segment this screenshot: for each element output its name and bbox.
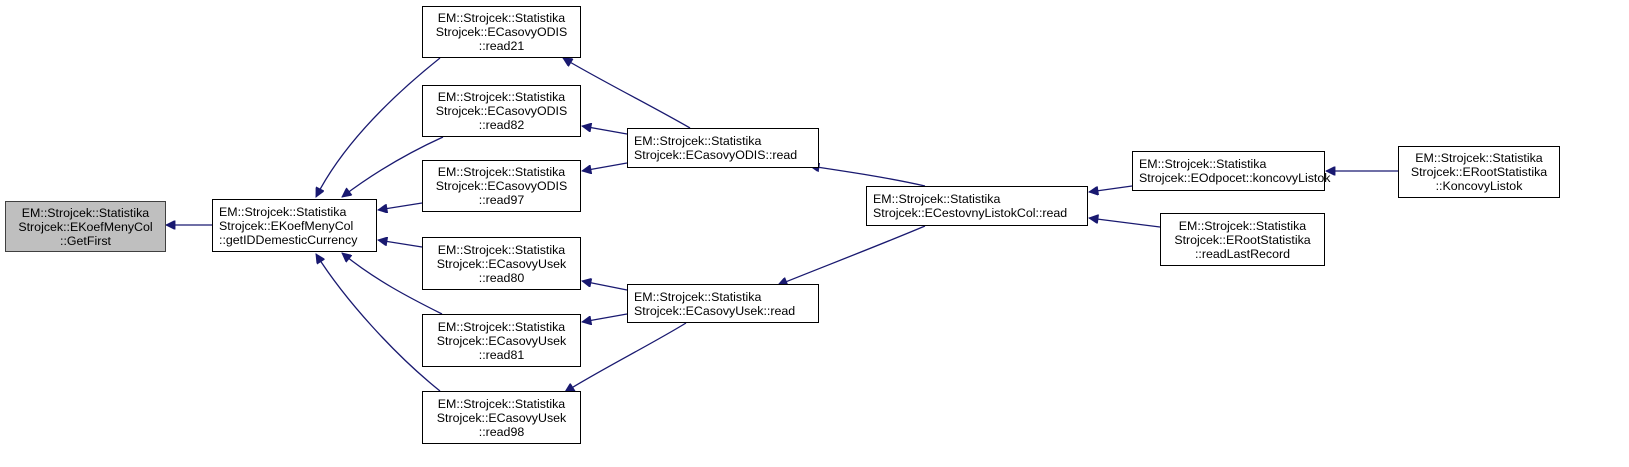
- node-label-line: EM::Strojcek::Statistika: [437, 11, 566, 25]
- edge-read21-to-getid: [315, 57, 441, 197]
- edge-odisread-to-read82: [582, 126, 628, 135]
- edge-read80-to-getid: [378, 240, 423, 248]
- node-label-line: ::read21: [478, 39, 525, 53]
- node-label-line: Strojcek::ECasovyODIS: [435, 25, 568, 39]
- node-label-line: EM::Strojcek::Statistika: [437, 165, 566, 179]
- node-label-line: Strojcek::EKoefMenyCol: [18, 219, 153, 234]
- node-usek-read81[interactable]: EM::Strojcek::Statistika Strojcek::ECaso…: [422, 314, 581, 367]
- node-label-line: ::read98: [478, 424, 525, 439]
- node-read-last-record[interactable]: EM::Strojcek::Statistika Strojcek::ERoot…: [1160, 213, 1325, 266]
- node-label-line: EM::Strojcek::Statistika: [437, 90, 566, 104]
- node-label-line: Strojcek::ECestovnyListokCol::read: [873, 206, 1068, 220]
- node-get-id-demestic-currency[interactable]: EM::Strojcek::Statistika Strojcek::EKoef…: [212, 199, 377, 252]
- node-label-line: EM::Strojcek::Statistika: [437, 396, 566, 411]
- node-odis-read21[interactable]: EM::Strojcek::Statistika Strojcek::ECaso…: [422, 6, 581, 58]
- node-label-line: Strojcek::ERootStatistika: [1410, 165, 1548, 179]
- edge-cestread-to-odisread: [810, 166, 926, 187]
- edge-read97-to-getid: [378, 202, 423, 210]
- node-label-line: EM::Strojcek::Statistika: [21, 205, 150, 220]
- edge-odisread-to-read97: [582, 162, 628, 171]
- node-label-line: ::GetFirst: [60, 233, 111, 248]
- node-label-line: EM::Strojcek::Statistika: [634, 134, 762, 148]
- node-label-line: EM::Strojcek::Statistika: [437, 319, 566, 334]
- edge-read98-to-getid: [315, 254, 441, 392]
- node-getfirst[interactable]: EM::Strojcek::Statistika Strojcek::EKoef…: [5, 201, 166, 252]
- edge-cestread-to-usekread: [778, 225, 926, 285]
- edge-read81-to-getid: [342, 253, 443, 315]
- node-label-line: EM::Strojcek::Statistika: [219, 204, 347, 219]
- node-label-line: ::read80: [478, 270, 525, 285]
- edge-usekread-to-read98: [565, 322, 687, 393]
- node-label-line: EM::Strojcek::Statistika: [873, 192, 1001, 206]
- node-label-line: ::read97: [478, 193, 525, 207]
- node-odis-read97[interactable]: EM::Strojcek::Statistika Strojcek::ECaso…: [422, 160, 581, 212]
- node-label-line: ::read81: [478, 347, 525, 362]
- edge-odisread-to-read21: [563, 57, 691, 129]
- node-label-line: Strojcek::EOdpocet::koncovyListok: [1139, 171, 1331, 185]
- node-label-line: ::getIDDemesticCurrency: [219, 232, 358, 247]
- node-label-line: Strojcek::ECasovyODIS::read: [634, 148, 798, 162]
- node-usek-read98[interactable]: EM::Strojcek::Statistika Strojcek::ECaso…: [422, 391, 581, 444]
- node-label-line: EM::Strojcek::Statistika: [634, 289, 762, 304]
- edge-odpocet-to-cestread: [1089, 185, 1133, 192]
- node-label-line: EM::Strojcek::Statistika: [437, 242, 566, 257]
- node-label-line: ::read82: [478, 118, 525, 132]
- edge-usekread-to-read80: [582, 281, 628, 291]
- node-label-line: Strojcek::ECasovyUsek: [436, 333, 567, 348]
- node-label-line: Strojcek::ECasovyODIS: [435, 179, 568, 193]
- node-label-line: Strojcek::ECasovyUsek: [436, 256, 567, 271]
- edge-lastrec-to-cestread: [1089, 218, 1161, 228]
- node-label-line: ::readLastRecord: [1194, 246, 1291, 261]
- node-root-koncovy-listok[interactable]: EM::Strojcek::Statistika Strojcek::ERoot…: [1398, 146, 1560, 198]
- node-odis-read82[interactable]: EM::Strojcek::Statistika Strojcek::ECaso…: [422, 85, 581, 137]
- node-usek-read80[interactable]: EM::Strojcek::Statistika Strojcek::ECaso…: [422, 237, 581, 290]
- node-usek-read[interactable]: EM::Strojcek::Statistika Strojcek::ECaso…: [627, 284, 819, 323]
- edge-read82-to-getid: [342, 136, 444, 197]
- node-odpocet-koncovy-listok[interactable]: EM::Strojcek::Statistika Strojcek::EOdpo…: [1132, 151, 1331, 191]
- node-label-line: Strojcek::ECasovyUsek::read: [634, 303, 796, 318]
- node-label-line: Strojcek::ECasovyUsek: [436, 410, 567, 425]
- node-label-line: ::KoncovyListok: [1435, 179, 1523, 193]
- node-label-line: EM::Strojcek::Statistika: [1178, 218, 1307, 233]
- node-label-line: Strojcek::EKoefMenyCol: [219, 218, 354, 233]
- node-label-line: EM::Strojcek::Statistika: [1415, 151, 1543, 165]
- node-cestovny-listok-read[interactable]: EM::Strojcek::Statistika Strojcek::ECest…: [866, 186, 1088, 226]
- node-label-line: EM::Strojcek::Statistika: [1139, 157, 1267, 171]
- node-odis-read[interactable]: EM::Strojcek::Statistika Strojcek::ECaso…: [627, 128, 819, 168]
- edge-usekread-to-read81: [582, 313, 628, 322]
- node-label-line: Strojcek::ERootStatistika: [1174, 232, 1311, 247]
- node-label-line: Strojcek::ECasovyODIS: [435, 104, 568, 118]
